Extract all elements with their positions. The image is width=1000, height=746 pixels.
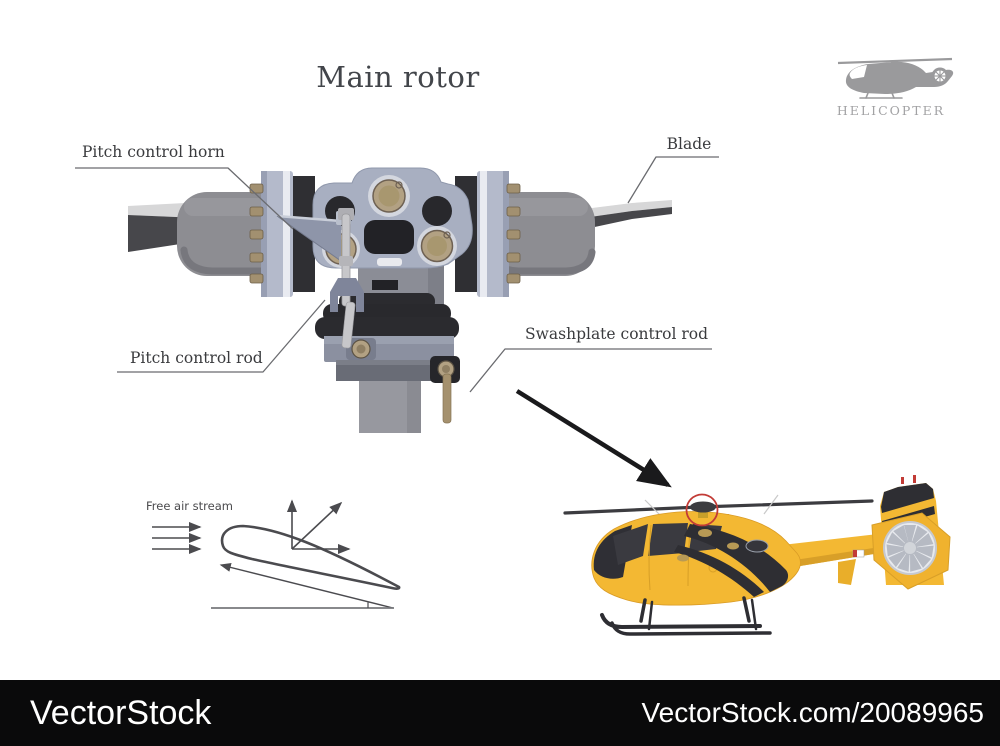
swashplate-control-rod xyxy=(442,373,452,424)
label-free-air-stream: Free air stream xyxy=(146,499,233,513)
rotor-hub-highlight-circle xyxy=(685,493,719,527)
chord-arrow xyxy=(219,563,394,609)
hub-fitting-top xyxy=(368,175,410,217)
leader-pitch-control-rod xyxy=(117,299,326,373)
hub-fitting-right xyxy=(417,226,457,266)
right-blade xyxy=(576,200,672,231)
leader-blade xyxy=(627,156,719,204)
rotor-assembly xyxy=(128,167,672,433)
leader-swashplate-control-rod xyxy=(469,348,712,393)
main-rotor-blades xyxy=(563,499,874,515)
label-blade: Blade xyxy=(666,135,712,153)
silhouette-fenestron xyxy=(931,67,949,85)
airfoil-diagram xyxy=(152,499,401,609)
corner-badge-label: HELICOPTER xyxy=(836,103,946,118)
leader-pitch-control-horn xyxy=(75,167,294,230)
label-swashplate-control-rod: Swashplate control rod xyxy=(525,325,709,343)
right-flange xyxy=(477,171,521,297)
vectorstock-logo: VectorStock xyxy=(30,693,212,732)
rotor-hub-small xyxy=(690,501,716,518)
helicopter-side-view xyxy=(563,475,951,636)
pitch-control-link xyxy=(330,208,364,349)
vectorstock-image-ref: VectorStock.com/20089965 xyxy=(641,697,984,728)
left-flange xyxy=(249,171,293,297)
free-air-stream-arrows xyxy=(152,521,202,555)
fenestron-fan xyxy=(883,521,937,575)
rear-trim-stripe xyxy=(684,524,789,592)
leader-lines xyxy=(75,156,719,393)
watermark-bar: VectorStock VectorStock.com/20089965 xyxy=(0,680,1000,746)
label-pitch-control-rod: Pitch control rod xyxy=(130,349,263,367)
pointer-arrow xyxy=(515,389,672,488)
landing-skids xyxy=(600,596,772,636)
airfoil-shape xyxy=(220,524,401,590)
tail-boom xyxy=(782,534,880,585)
label-pitch-control-horn: Pitch control horn xyxy=(82,143,225,161)
page-title: Main rotor xyxy=(316,60,480,94)
swashplate xyxy=(324,336,460,383)
force-vectors xyxy=(286,499,351,555)
resultant-vector xyxy=(291,501,343,550)
rotor-hub xyxy=(312,167,473,269)
helicopter-silhouette-icon xyxy=(837,57,954,99)
fuselage xyxy=(591,511,801,606)
main-rotor-illustration xyxy=(75,57,954,636)
